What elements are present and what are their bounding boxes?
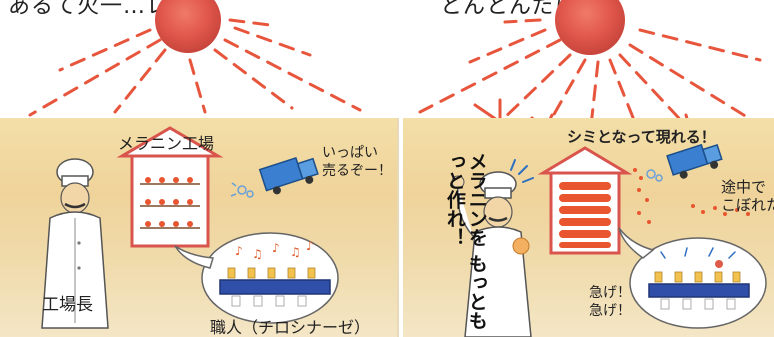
hurry-speech-line-2: 急げ！ [589, 303, 631, 319]
svg-text:♫: ♫ [252, 247, 263, 261]
right-truck-icon [666, 143, 723, 179]
craftsman-label: 職人（チロシナーゼ） [210, 318, 371, 337]
svg-text:♪: ♪ [306, 239, 314, 253]
truck-icon [258, 156, 319, 195]
shouting-manager-icon [451, 159, 534, 337]
factory-title: メラニン工場 [118, 134, 215, 153]
factory-manager-icon [41, 158, 109, 329]
hurry-speech-line-1: 急げ！ [589, 285, 631, 301]
melanin-factory-icon [116, 126, 224, 248]
truck-exhaust-icon [230, 182, 254, 198]
truck-speech: いっぱい 売るぞー！ [322, 144, 392, 180]
svg-text:♪: ♪ [235, 244, 243, 258]
spill-caption-line-2: こぼれた [721, 196, 774, 214]
truck-speech-line-1: いっぱい [322, 145, 378, 161]
shout-vertical-text: メラニンを もっともっと作れ！ [443, 152, 488, 337]
spill-caption-line-1: 途中で [721, 178, 767, 196]
shout-line-2: もっともっと作れ！ [443, 152, 488, 330]
hurry-speech: 急げ！ 急げ！ [589, 284, 631, 320]
right-panel-art [451, 143, 767, 337]
svg-text:♪: ♪ [272, 241, 280, 255]
right-truck-exhaust-icon [646, 169, 663, 182]
manager-label: 工場長 [42, 295, 93, 315]
right-sun-rays [418, 18, 762, 137]
svg-text:♫: ♫ [290, 245, 301, 259]
left-panel-art: ♪ ♫ ♪ ♫ ♪ [41, 126, 339, 329]
truck-speech-line-2: 売るぞー！ [322, 163, 392, 179]
left-sun-icon [155, 0, 221, 53]
craftsman-bubble: ♪ ♫ ♪ ♫ ♪ [174, 232, 339, 324]
busy-factory-icon [537, 146, 633, 255]
left-panel: ♪ ♫ ♪ ♫ ♪ メラニン工場 いっぱい 売るぞー！ 工場長 職人（チロシナーゼ） [0, 118, 399, 337]
spilled-melanin-dots [633, 168, 750, 224]
spots-caption: シミとなって現れる！ [567, 128, 716, 146]
left-sun-rays [28, 18, 362, 117]
right-sun-icon [555, 0, 625, 55]
right-panel: メラニンを もっともっと作れ！ シミとなって現れる！ 途中で こぼれた 急げ！ … [403, 118, 774, 337]
shout-line-1: メラニンを [465, 152, 488, 247]
spill-caption: 途中で こぼれた [721, 178, 774, 214]
workers-bubble [618, 227, 767, 329]
